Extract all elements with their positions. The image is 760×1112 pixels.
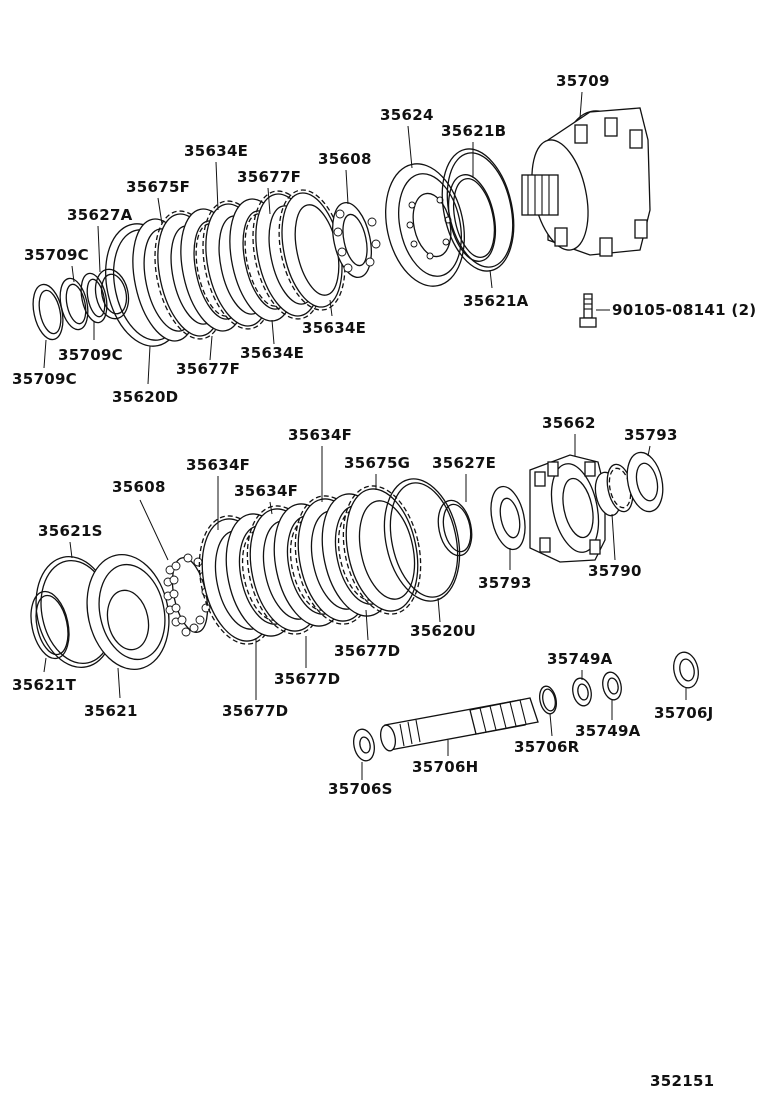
label-35662: 35662 — [542, 414, 596, 432]
label-35790: 35790 — [588, 562, 642, 580]
label-35620d: 35620D — [112, 388, 178, 406]
piston-35621 — [86, 554, 170, 670]
label-35793-top: 35793 — [624, 426, 678, 444]
label-35706h: 35706H — [412, 758, 479, 776]
label-35677f-bot: 35677F — [176, 360, 240, 378]
label-35634f-top: 35634F — [288, 426, 352, 444]
label-35709c-top: 35709C — [24, 246, 89, 264]
label-35634e-top: 35634E — [184, 142, 248, 160]
clutch-drum-35709 — [521, 107, 651, 257]
clutch-race-35662 — [529, 454, 606, 563]
label-35620u: 35620U — [410, 622, 476, 640]
leader-lines-top — [43, 91, 610, 385]
snap-ring-35620u — [383, 478, 461, 602]
label-35621t: 35621T — [12, 676, 77, 694]
snap-ring-35709c-c — [80, 272, 108, 324]
label-35709c-mid: 35709C — [58, 346, 123, 364]
label-35634e-bot: 35634E — [302, 319, 366, 337]
output-shaft-35706h — [379, 697, 539, 752]
label-35709: 35709 — [556, 72, 610, 90]
part-labels: 35709 35624 35621B 35634E 35608 35677F 3… — [12, 72, 756, 1090]
label-35634e-mid: 35634E — [240, 344, 304, 362]
label-35793-bot: 35793 — [478, 574, 532, 592]
leader-lines-bottom — [43, 434, 687, 780]
label-35706s: 35706S — [328, 780, 393, 798]
label-35677d-c: 35677D — [222, 702, 288, 720]
label-35621a: 35621A — [463, 292, 529, 310]
label-35677d-b: 35677D — [274, 670, 340, 688]
snap-ring-35706r — [539, 685, 557, 715]
clutch-plate-top-4 — [278, 189, 346, 311]
piston-35624 — [385, 163, 465, 287]
label-35608-top: 35608 — [318, 150, 372, 168]
label-35634f-mid: 35634F — [234, 482, 298, 500]
thrust-washer-35793-b — [626, 451, 664, 513]
label-35677d-a: 35677D — [334, 642, 400, 660]
o-ring-35621a — [441, 148, 515, 272]
washer-35749a-a — [572, 677, 592, 707]
diagram-code: 352151 — [650, 1072, 714, 1090]
thrust-washer-35793-a — [490, 485, 526, 551]
spring-retainer-35608-top — [332, 201, 381, 279]
label-90105-08141: 90105-08141 (2) — [612, 301, 756, 319]
label-35627e: 35627E — [432, 454, 496, 472]
label-35627a: 35627A — [67, 206, 133, 224]
label-35675g: 35675G — [344, 454, 410, 472]
label-35677f-top: 35677F — [237, 168, 301, 186]
washer-35706s — [353, 728, 375, 762]
snap-ring-35709c-a — [32, 283, 64, 341]
label-35621: 35621 — [84, 702, 138, 720]
label-35749a-bot: 35749A — [575, 722, 641, 740]
o-ring-35621t — [30, 590, 70, 660]
one-way-clutch-35790 — [594, 463, 634, 517]
label-35706r: 35706R — [514, 738, 580, 756]
label-35749a-top: 35749A — [547, 650, 613, 668]
label-35621b: 35621B — [441, 122, 506, 140]
label-35624: 35624 — [380, 106, 434, 124]
label-35608-bot: 35608 — [112, 478, 166, 496]
ring-35627a — [94, 268, 130, 320]
bolt-90105-08141 — [579, 293, 597, 328]
label-35634f-left: 35634F — [186, 456, 250, 474]
label-35706j: 35706J — [654, 704, 714, 722]
washer-35706j — [673, 651, 699, 689]
label-35675f: 35675F — [126, 178, 190, 196]
ring-35627e — [437, 499, 473, 557]
snap-ring-35709c-b — [59, 277, 89, 331]
label-35621s: 35621S — [38, 522, 103, 540]
washer-35749a-b — [602, 671, 622, 701]
label-35709c-bot: 35709C — [12, 370, 77, 388]
